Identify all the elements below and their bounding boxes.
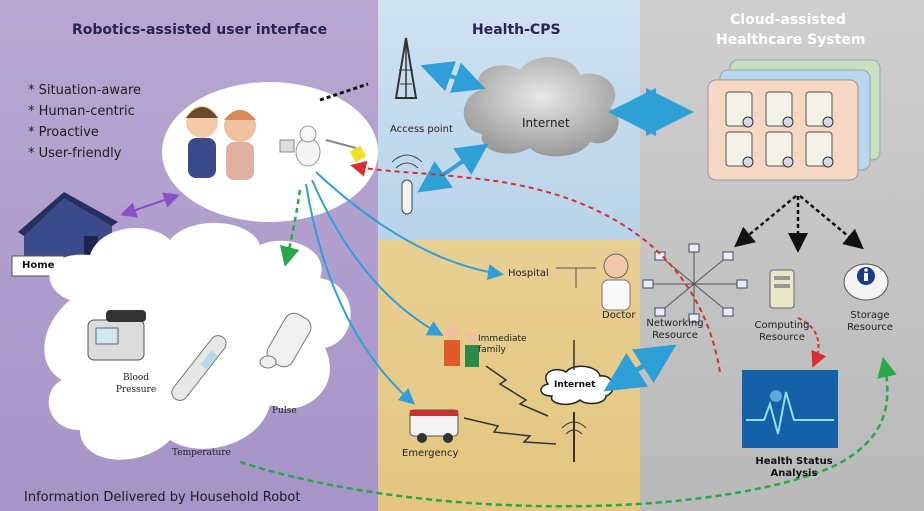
cloud-to-storage-arrow (799, 195, 864, 250)
pulse-label: Pulse (272, 406, 297, 416)
health-status-analysis-label: Health Status Analysis (755, 456, 833, 479)
small-internet-cloud-icon (540, 365, 614, 406)
home-to-robot-arrow (120, 192, 180, 218)
emergency-label: Emergency (402, 448, 459, 459)
feature-human-centric: * Human-centric (28, 104, 135, 119)
robotics-panel-title: Robotics-assisted user interface (72, 22, 328, 38)
access-point-label: Access point (390, 124, 453, 135)
network-node (736, 279, 748, 289)
home-icon (18, 192, 118, 262)
server-status-disc (742, 156, 754, 168)
elderly-couple-icon (186, 106, 256, 180)
access-point-internet-arrow (420, 61, 486, 93)
robot-to-emergency-arrow (305, 183, 416, 405)
access-point-tower-icon (394, 37, 418, 99)
internet-to-networking-arrow (603, 344, 677, 392)
computing-to-analysis-link (797, 317, 827, 368)
blood-pressure-label: Blood Pressure (115, 373, 157, 395)
server-status-disc (822, 116, 834, 128)
hospital-label: Hospital (508, 268, 549, 279)
network-spoke (693, 283, 729, 313)
family-icon (444, 325, 479, 367)
info-delivered-caption: Information Delivered by Household Robot (24, 490, 301, 505)
antenna-internet-arrow (417, 143, 489, 193)
analysis-to-robot-feedback (350, 160, 721, 373)
doctor-icon (601, 253, 631, 311)
small-internet-label: Internet (554, 380, 596, 390)
health-cps-title: Health-CPS (472, 22, 561, 38)
computing-resource-icon (769, 269, 795, 309)
storage-resource-label: Storage Resource (847, 310, 893, 333)
internet-cloud-label: Internet (522, 116, 570, 130)
storage-resource-icon (843, 263, 889, 301)
feature-situation-aware: * Situation-aware (28, 83, 142, 98)
networking-resource-label: Networking Resource (646, 318, 704, 341)
network-spoke (693, 255, 729, 285)
ambulance-icon (409, 409, 459, 443)
network-node (722, 307, 734, 317)
sensor-to-storage-link (239, 357, 897, 508)
temperature-label: Temperature (172, 448, 231, 458)
health-analysis-chart-icon (742, 370, 838, 448)
blood-pressure-monitor-icon (87, 310, 146, 361)
computing-resource-label: Computing Resource (754, 320, 810, 343)
pulse-oximeter-icon (259, 312, 312, 369)
network-node (654, 307, 666, 317)
server-units (725, 91, 834, 168)
sensor-cloud (44, 222, 351, 460)
feature-user-friendly: * User-friendly (28, 146, 122, 161)
internet-cloud-icon (463, 57, 619, 157)
server-status-disc (822, 156, 834, 168)
cloud-title-line1: Cloud-assisted (730, 12, 846, 28)
family-label: Immediate family (478, 334, 527, 355)
antenna-tower-icon (391, 154, 423, 215)
network-node (642, 279, 654, 289)
robot-to-hospital-arrow (315, 171, 504, 281)
feature-proactive: * Proactive (28, 125, 99, 140)
network-node (688, 243, 700, 253)
networking-resource-icon (642, 243, 748, 323)
cloud-title-line2: Healthcare System (716, 32, 866, 48)
doctor-label: Doctor (602, 310, 636, 321)
server-status-disc (742, 116, 754, 128)
network-spoke (659, 255, 695, 285)
robot-to-family-arrow (311, 179, 444, 336)
server-status-disc (782, 116, 794, 128)
server-status-disc (782, 156, 794, 168)
robot-to-sensors-link (279, 189, 302, 267)
network-spoke (659, 283, 695, 313)
thermometer-icon (171, 335, 227, 401)
household-robot-icon (279, 125, 367, 167)
network-node (688, 313, 700, 323)
cloud-to-networking-arrow (734, 195, 797, 248)
network-node (722, 251, 734, 261)
home-label: Home (22, 260, 55, 271)
robot-to-access-point-link (319, 82, 369, 102)
ambulance-wireless-link (463, 417, 557, 445)
mast-antenna-icon (561, 412, 587, 462)
network-node (654, 251, 666, 261)
family-wireless-link (485, 365, 549, 417)
